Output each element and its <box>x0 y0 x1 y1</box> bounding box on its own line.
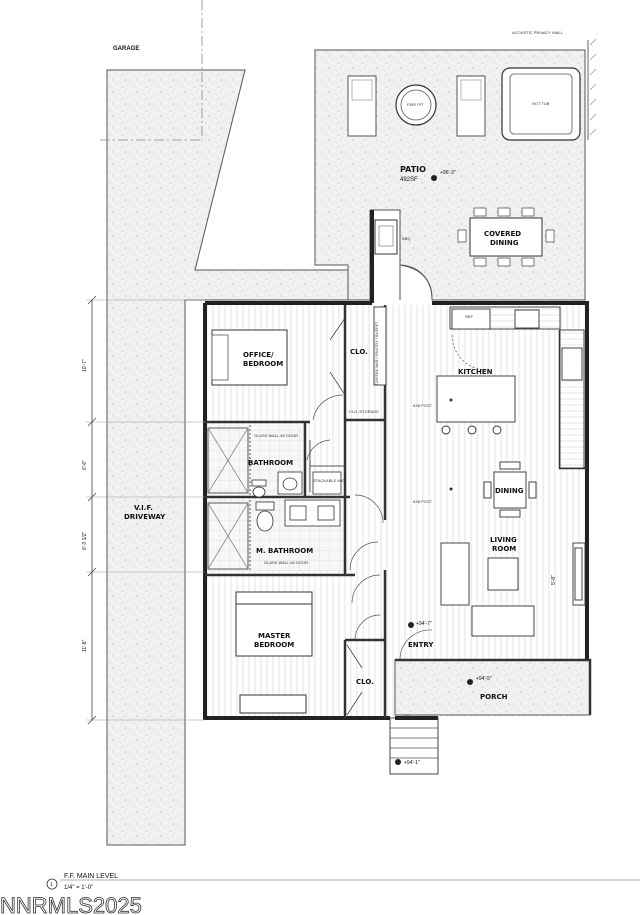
closet-storage-label: CLO./STORAGE <box>349 409 379 414</box>
closet-label-2: CLO. <box>356 678 374 686</box>
patio-area-label: 492SF <box>400 177 418 183</box>
drawing-scale: 1/4" = 1'-0" <box>64 885 93 891</box>
patio-label: PATIO <box>400 165 426 174</box>
patio-area <box>314 38 597 301</box>
covered-dining-label: COVERED <box>484 230 521 238</box>
dimension-label-1: 10'-7" <box>82 359 88 372</box>
office-label-2: BEDROOM <box>243 360 283 368</box>
living-label: LIVING <box>490 536 517 544</box>
ref-label: REF <box>465 314 474 319</box>
glass-wall-label-2: GLASS WALL W/ DOOR <box>264 560 308 565</box>
hot-tub-label: HOT TUB <box>532 101 550 106</box>
entry-elevation-label: +94'-7" <box>416 621 432 627</box>
master-label: MASTER <box>258 632 291 640</box>
driveway-label: DRIVEWAY <box>124 513 166 521</box>
porch-elevation-label: +94'-5" <box>476 676 492 682</box>
step-elevation-label: +94'-1" <box>404 760 420 766</box>
dimension-label-4: 11'-8" <box>82 639 88 652</box>
post-label: 6X8 POST <box>413 403 433 408</box>
dimension-label-3: 6'-3 1/2" <box>82 531 88 550</box>
office-label: OFFICE/ <box>243 351 274 359</box>
bbq-label: BBQ <box>402 236 410 241</box>
stackable-label: STACKABLE W/D <box>313 478 345 483</box>
porch-area <box>394 659 591 716</box>
closet-label: CLO. <box>350 348 368 356</box>
door-swings <box>306 264 488 661</box>
title-block <box>46 878 640 890</box>
porch-label: PORCH <box>480 693 508 701</box>
living-label-2: ROOM <box>492 545 516 553</box>
down-label: DN <box>404 713 410 718</box>
post-label-2: 6X8 POST <box>413 499 433 504</box>
entry-label: ENTRY <box>408 641 434 649</box>
dimension-label-2: 6'-6" <box>82 460 88 470</box>
master-bed <box>235 591 313 714</box>
kitchen-label: KITCHEN <box>458 368 493 376</box>
bathroom-label: BATHROOM <box>248 459 293 467</box>
glass-wall-label: GLASS WALL W/ DOOR <box>254 433 298 438</box>
living-furniture <box>440 542 586 637</box>
right-dimension-label: 5'-8" <box>551 575 557 585</box>
dimension-line <box>86 295 205 725</box>
office-bed <box>211 329 288 386</box>
coffee-bar-label: COFFEE BAR / PANTRY / BUFFET <box>374 321 379 385</box>
drawing-number: 1 <box>50 882 53 888</box>
fire-pit-label: FIRE PIT <box>407 102 424 107</box>
patio-elevation-label: +96'-3" <box>440 170 456 176</box>
acoustic-wall-label: ACOUSTIC PRIVACY WALL <box>512 30 564 35</box>
watermark: NNRMLS2025 <box>0 893 142 915</box>
m-bathroom-label: M. BATHROOM <box>256 547 313 555</box>
covered-dining-label-2: DINING <box>490 239 519 247</box>
garage-label: GARAGE <box>113 46 139 52</box>
vif-label: V.I.F. <box>134 504 153 512</box>
drawing-title: F.F. MAIN LEVEL <box>64 873 118 880</box>
dining-label: DINING <box>495 487 524 495</box>
walls <box>203 210 589 720</box>
bathroom-fixtures <box>207 427 342 570</box>
elevation-markers <box>395 175 473 765</box>
master-label-2: BEDROOM <box>254 641 294 649</box>
closet-doors <box>329 317 363 716</box>
kitchen-fixtures <box>373 306 585 469</box>
dining-table <box>483 461 537 518</box>
